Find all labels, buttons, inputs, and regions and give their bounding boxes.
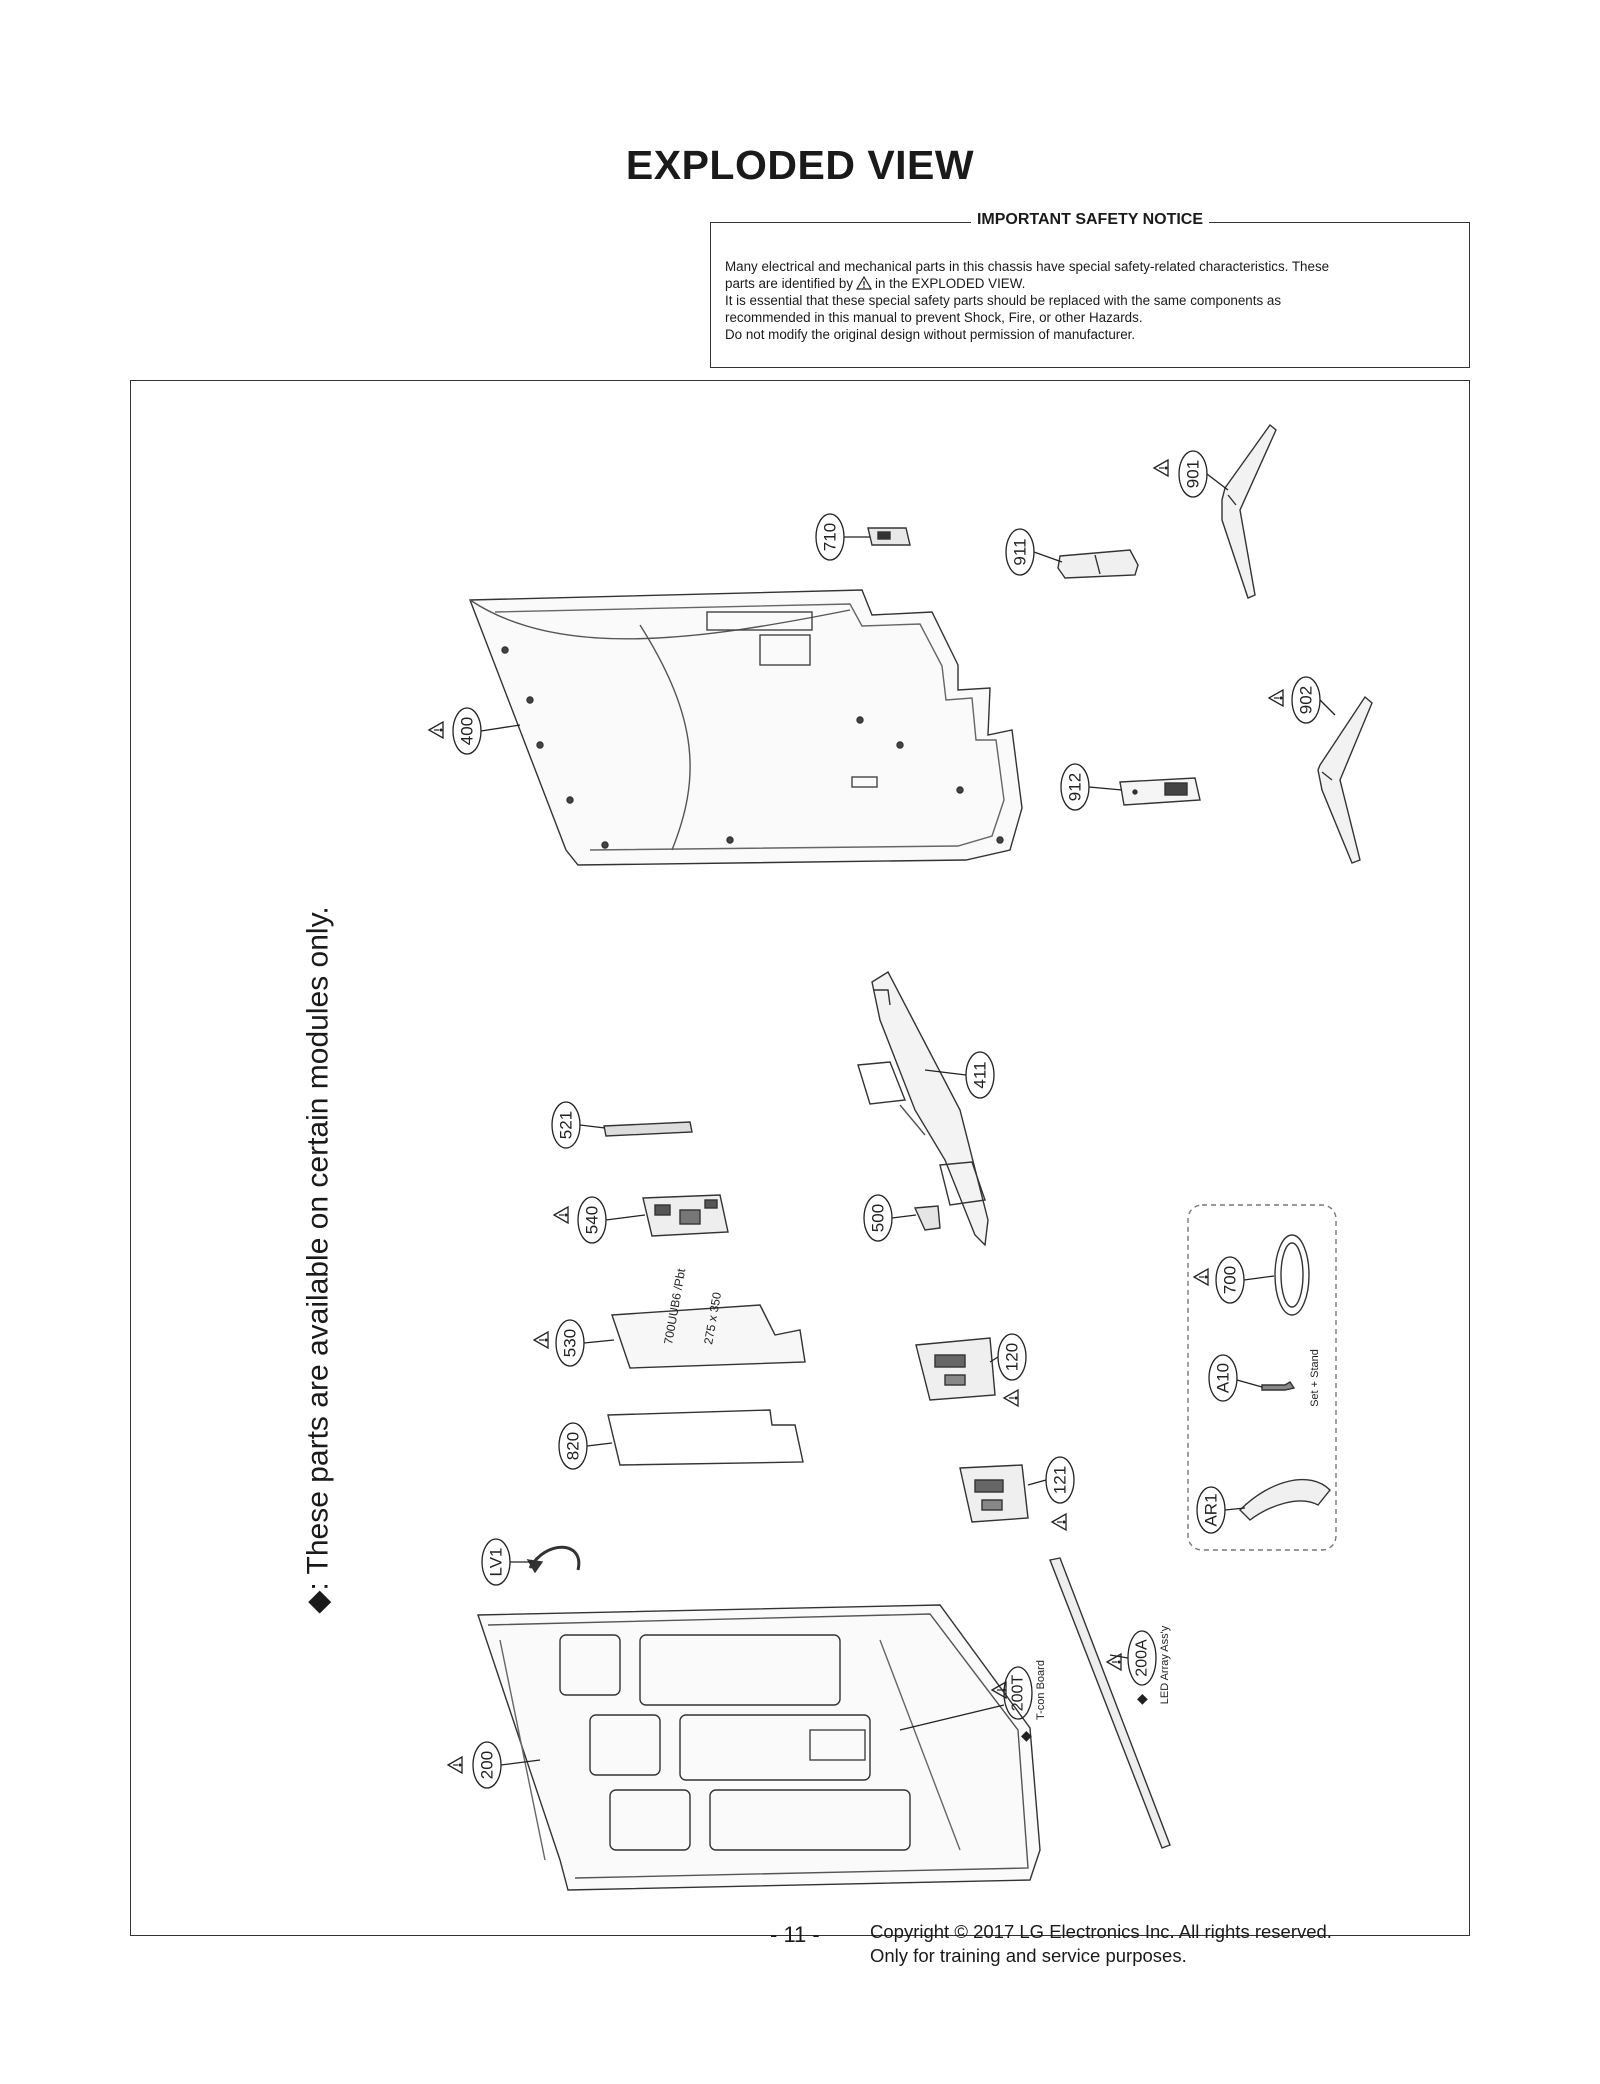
frame-part-411 (857, 971, 989, 1247)
part-number-200A: 200A (1134, 1639, 1151, 1677)
callout-A10: A10 (1208, 1354, 1263, 1402)
callout-540: 540 (553, 1196, 646, 1244)
warning-triangle-icon (856, 276, 873, 290)
diamond-marker-200T: ◆ (1021, 1727, 1032, 1743)
part-number-400: 400 (458, 717, 477, 745)
stand-part-902 (1317, 695, 1373, 864)
callout-411: 411 (924, 1051, 995, 1099)
diamond-marker-200A: ◆ (1137, 1690, 1148, 1706)
callout-400: 400 (428, 707, 521, 755)
callout-710: 710 (815, 513, 870, 561)
part-number-901: 901 (1184, 460, 1203, 488)
page-title: EXPLODED VIEW (625, 142, 975, 188)
main-board-part-540 (642, 1194, 729, 1237)
tcon-caption: T-con Board (1035, 1660, 1047, 1720)
purpose-line: Only for training and service purposes. (870, 1945, 1187, 1966)
part-number-912: 912 (1066, 773, 1085, 801)
copyright-line: Copyright © 2017 LG Electronics Inc. All… (870, 1921, 1332, 1942)
callout-901: 901 (1153, 450, 1229, 498)
part-number-521: 521 (557, 1111, 576, 1139)
led-caption: LED Array Ass'y (1159, 1625, 1171, 1704)
part-number-121: 121 (1051, 1466, 1070, 1494)
callout-912: 912 (1060, 763, 1123, 811)
back-cover-part-400 (468, 589, 1023, 866)
callout-521: 521 (551, 1101, 606, 1149)
part-number-120: 120 (1003, 1343, 1022, 1371)
cover-part-911 (1057, 549, 1139, 579)
callout-500: 500 (863, 1194, 917, 1242)
callout-530: 530 (533, 1319, 615, 1367)
board-part-521 (603, 1121, 693, 1137)
part-number-200T: 200T (1010, 1675, 1027, 1712)
part-number-540: 540 (583, 1206, 602, 1234)
part-number-820: 820 (564, 1432, 583, 1460)
bracket-part-710 (867, 527, 911, 546)
part-number-700: 700 (1221, 1266, 1240, 1294)
accessory-group-box (1187, 1204, 1337, 1551)
callout-LV1: LV1 (481, 1538, 532, 1586)
safety-notice-title: IMPORTANT SAFETY NOTICE (970, 211, 1210, 228)
availability-side-note: ◆: These parts are available on certain … (301, 906, 335, 1614)
bracket-part-500 (913, 1205, 941, 1231)
cover-part-912 (1119, 777, 1201, 806)
part-number-AR1: AR1 (1202, 1493, 1221, 1526)
part-number-500: 500 (869, 1204, 888, 1232)
part-number-710: 710 (821, 523, 840, 551)
insulator-sheet-part-820 (607, 1409, 804, 1466)
safety-notice-box: IMPORTANT SAFETY NOTICE Many electrical … (710, 211, 1470, 368)
notice-line-2b: in the EXPLODED VIEW. (875, 276, 1026, 291)
speaker-part-121 (959, 1464, 1029, 1523)
notice-line-3: It is essential that these special safet… (725, 293, 1282, 308)
set-stand-caption: Set + Stand (1309, 1349, 1321, 1407)
power-board-part-530: 700UUB6 /Pbt 275 x 350 (611, 1267, 806, 1369)
callout-AR1: AR1 (1196, 1486, 1246, 1534)
speaker-part-120 (915, 1337, 996, 1401)
part-number-411: 411 (971, 1061, 990, 1088)
callout-902: 902 (1268, 676, 1336, 724)
part-number-LV1: LV1 (487, 1548, 506, 1577)
part-number-A10: A10 (1214, 1363, 1233, 1393)
callout-120: 120 (989, 1333, 1027, 1407)
copyright-block: Copyright © 2017 LG Electronics Inc. All… (870, 1920, 1332, 1968)
exploded-view-frame (130, 380, 1470, 1936)
part-number-200: 200 (478, 1751, 497, 1779)
callout-200T: 200T ◆ (899, 1666, 1033, 1743)
notice-line-2a: parts are identified by (725, 276, 854, 291)
notice-line-5: Do not modify the original design withou… (725, 327, 1136, 342)
screw-part-A10 (1261, 1381, 1296, 1391)
callout-200A: 200A ◆ (1106, 1630, 1157, 1706)
safety-notice-text: Many electrical and mechanical parts in … (725, 258, 1455, 343)
page-number: - 11 - (770, 1922, 820, 1947)
callout-820: 820 (558, 1422, 613, 1470)
callout-200: 200 (447, 1741, 541, 1789)
notice-line-1: Many electrical and mechanical parts in … (725, 259, 1330, 274)
notice-line-4: recommended in this manual to prevent Sh… (725, 310, 1143, 325)
display-panel-part-200 (477, 1604, 1041, 1891)
part-number-530: 530 (561, 1329, 580, 1357)
cable-part-LV1 (526, 1545, 581, 1574)
remote-part-AR1 (1239, 1478, 1331, 1521)
callout-700: 700 (1193, 1256, 1275, 1304)
stand-part-901 (1221, 423, 1277, 599)
part-number-902: 902 (1297, 686, 1316, 714)
led-bar-part-200A (1049, 1557, 1171, 1849)
callout-911: 911 (1005, 528, 1063, 576)
callout-121: 121 (1027, 1456, 1075, 1531)
remote-cable-part-700 (1274, 1234, 1310, 1316)
part-number-911: 911 (1011, 538, 1030, 565)
